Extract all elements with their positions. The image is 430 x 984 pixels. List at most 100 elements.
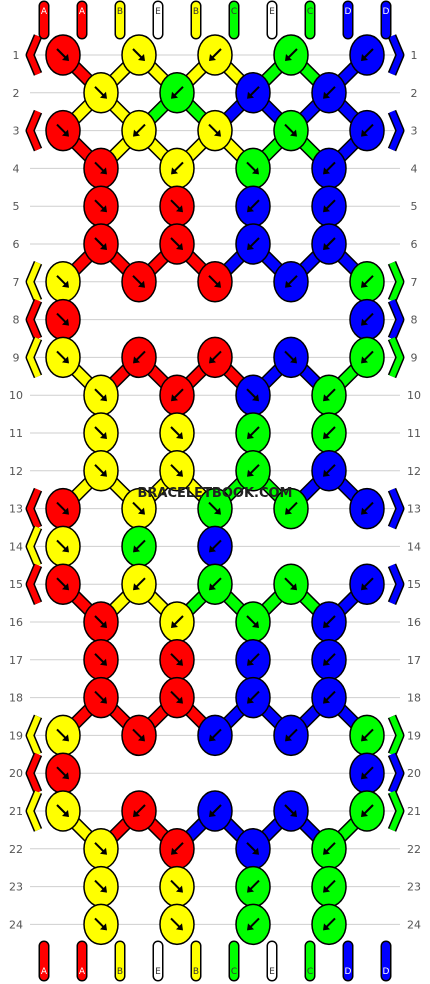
knot bbox=[159, 147, 195, 190]
arrow-down-left-icon bbox=[133, 539, 146, 553]
knot bbox=[159, 865, 195, 908]
knot bbox=[197, 714, 233, 757]
bottom-strand-letter: E bbox=[269, 967, 275, 977]
knot bbox=[235, 374, 271, 416]
bottom-strand-letter: B bbox=[117, 967, 123, 977]
arrow-down-left-icon bbox=[323, 161, 336, 175]
knot bbox=[159, 72, 195, 114]
knot bbox=[45, 714, 81, 757]
edge-thread bbox=[389, 337, 403, 378]
arrow-down-left-icon bbox=[209, 539, 222, 553]
knot bbox=[121, 261, 157, 303]
arrow-down-left-icon bbox=[247, 917, 260, 931]
arrow-down-left-icon bbox=[361, 577, 374, 591]
knot bbox=[159, 676, 195, 719]
bottom-strand-letter: A bbox=[41, 967, 48, 977]
row-label-right: 2 bbox=[411, 87, 418, 100]
row-label-right: 19 bbox=[407, 729, 421, 742]
bottom-strand-letter: C bbox=[231, 967, 237, 977]
arrow-down-left-icon bbox=[247, 653, 260, 666]
edge-thread bbox=[27, 753, 41, 794]
edge-thread bbox=[27, 790, 41, 832]
top-strand-letter: B bbox=[193, 7, 199, 17]
arrow-down-left-icon bbox=[171, 615, 184, 628]
knot bbox=[159, 223, 195, 265]
row-label-right: 12 bbox=[407, 465, 421, 478]
knot bbox=[45, 525, 81, 568]
arrow-down-left-icon bbox=[361, 123, 374, 137]
row-label-left: 2 bbox=[13, 87, 20, 100]
arrow-down-right-icon bbox=[56, 312, 69, 326]
knot bbox=[311, 903, 347, 946]
arrow-down-left-icon bbox=[133, 804, 146, 817]
knot bbox=[349, 790, 385, 832]
knot-grid bbox=[45, 34, 385, 946]
arrow-down-right-icon bbox=[94, 917, 107, 931]
arrow-down-left-icon bbox=[209, 48, 222, 61]
arrow-down-left-icon bbox=[361, 275, 374, 288]
edge-thread bbox=[27, 526, 41, 567]
row-label-right: 9 bbox=[411, 351, 418, 364]
knot bbox=[121, 34, 157, 76]
arrow-down-right-icon bbox=[132, 728, 145, 742]
row-label-left: 14 bbox=[9, 540, 23, 553]
arrow-down-right-icon bbox=[208, 275, 221, 288]
knot bbox=[235, 147, 271, 190]
arrow-down-right-icon bbox=[94, 426, 107, 439]
arrow-down-right-icon bbox=[94, 690, 107, 704]
knot bbox=[349, 714, 385, 757]
knot bbox=[45, 563, 81, 605]
knot bbox=[83, 147, 119, 190]
row-label-left: 6 bbox=[13, 238, 20, 251]
knot bbox=[235, 412, 271, 454]
arrow-down-left-icon bbox=[247, 199, 260, 213]
knot bbox=[235, 639, 271, 681]
arrow-down-right-icon bbox=[170, 690, 183, 704]
knot bbox=[159, 903, 195, 946]
bottom-strand-letter: B bbox=[193, 967, 199, 977]
row-label-left: 11 bbox=[9, 427, 23, 440]
knot bbox=[159, 639, 195, 681]
knot bbox=[197, 261, 233, 303]
knot bbox=[311, 601, 347, 643]
arrow-down-right-icon bbox=[170, 237, 183, 250]
arrow-down-right-icon bbox=[284, 123, 297, 137]
knot bbox=[273, 563, 309, 605]
row-label-right: 23 bbox=[407, 881, 421, 894]
row-label-left: 9 bbox=[13, 351, 20, 364]
arrow-down-left-icon bbox=[209, 350, 222, 364]
top-strand-letter: E bbox=[269, 7, 275, 17]
knot bbox=[311, 72, 347, 114]
arrow-down-right-icon bbox=[56, 275, 69, 288]
arrow-down-right-icon bbox=[56, 48, 69, 61]
arrow-down-left-icon bbox=[323, 237, 336, 250]
arrow-down-right-icon bbox=[94, 653, 107, 666]
row-label-left: 20 bbox=[9, 767, 23, 780]
arrow-down-left-icon bbox=[285, 48, 298, 61]
top-strand-letter: D bbox=[383, 7, 390, 17]
arrow-down-left-icon bbox=[171, 161, 184, 175]
arrow-down-left-icon bbox=[285, 275, 298, 288]
knot bbox=[273, 261, 309, 303]
arrow-down-right-icon bbox=[56, 350, 69, 364]
knot bbox=[83, 828, 119, 870]
arrow-down-right-icon bbox=[56, 577, 69, 591]
arrow-down-left-icon bbox=[361, 728, 374, 742]
knot bbox=[235, 72, 271, 114]
edge-thread bbox=[27, 34, 41, 76]
arrow-down-right-icon bbox=[94, 879, 107, 893]
arrow-down-left-icon bbox=[171, 842, 184, 855]
arrow-down-left-icon bbox=[323, 690, 336, 704]
arrow-down-right-icon bbox=[170, 879, 183, 893]
arrow-down-left-icon bbox=[285, 728, 298, 742]
edge-thread bbox=[389, 299, 403, 340]
arrow-down-left-icon bbox=[361, 804, 374, 817]
edge-thread bbox=[27, 564, 41, 605]
row-label-left: 23 bbox=[9, 881, 23, 894]
knot bbox=[197, 34, 233, 76]
arrow-down-left-icon bbox=[361, 48, 374, 61]
arrow-down-right-icon bbox=[56, 501, 69, 515]
arrow-down-right-icon bbox=[170, 199, 183, 213]
